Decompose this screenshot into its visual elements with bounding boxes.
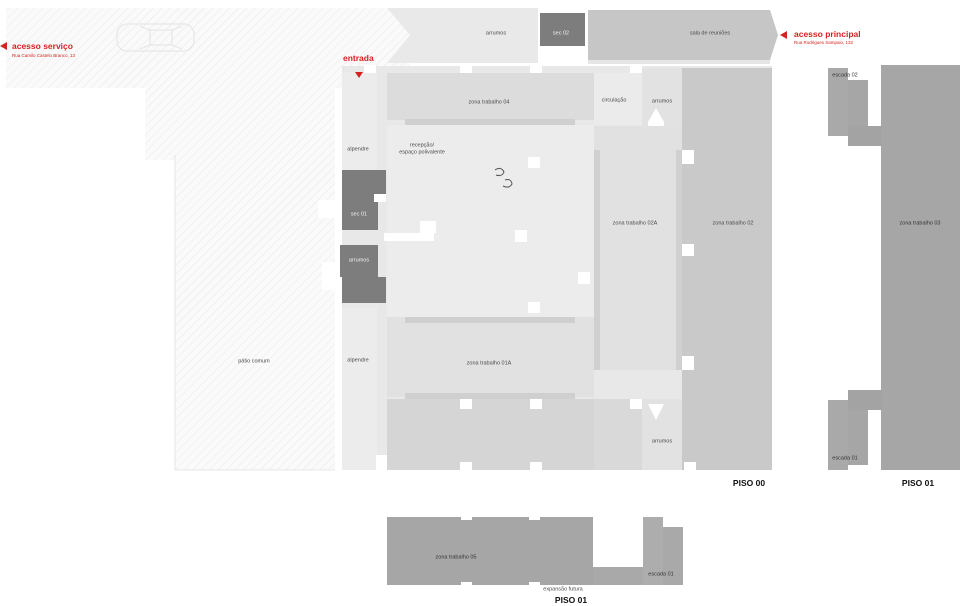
zona02a-room — [594, 126, 682, 370]
sala-reunioes-room — [588, 10, 778, 60]
room-label-rececao-line2: espaço polivalente — [399, 149, 445, 156]
room-label-sec01: sec 01 — [350, 211, 368, 218]
room-label-circulacao: circulação — [601, 97, 627, 104]
room-label-arrumos-right: arrumos — [651, 98, 673, 105]
patio-area — [6, 8, 410, 471]
acesso-principal-title: acesso principal — [794, 29, 861, 39]
zona03-room — [881, 65, 960, 470]
arrumos-top-room — [387, 8, 538, 63]
escada01-side-room — [828, 400, 848, 470]
room-label-patio: pátio comum — [238, 358, 270, 365]
arrumos-bottom-room — [642, 399, 682, 470]
acesso-principal-address: Rua Rodrigues Sampaio, 132 — [794, 40, 854, 45]
room-label-rececao-line1: recepção/ — [409, 142, 435, 149]
sec02-room — [540, 13, 585, 46]
sec01-room — [342, 170, 386, 230]
floor-title-piso01-bottom: PISO 01 — [554, 595, 588, 605]
zona01a-room — [387, 317, 594, 397]
room-label-sala-reunioes: sala de reuniões — [689, 30, 731, 37]
expansao-room — [593, 567, 643, 585]
room-label-zona03: zona trabalho 03 — [899, 220, 941, 227]
room-label-zona05: zona trabalho 05 — [435, 554, 477, 561]
entrada-arrow — [355, 72, 363, 78]
entrada-label: entrada — [343, 53, 374, 63]
acesso-servico-address: Rua Camilo Castelo Branco, 13 — [12, 53, 76, 58]
room-label-arrumos-top: arrumos — [485, 30, 507, 37]
room-label-arrumos-left: arrumos — [348, 257, 370, 264]
acesso-servico-title: acesso serviço — [12, 41, 73, 51]
alpendre-bottom-room — [342, 308, 377, 470]
columns — [364, 64, 696, 470]
zona04-room — [387, 73, 594, 120]
floor-title-piso01-side: PISO 01 — [901, 478, 935, 488]
alpendre-top-room — [342, 72, 377, 170]
floor-title-piso00: PISO 00 — [732, 478, 766, 488]
arrumos-left-room — [340, 245, 386, 303]
room-label-alpendre-top: alpendre — [347, 146, 369, 153]
acesso-principal-arrow — [780, 31, 787, 39]
room-label-escada02: escada 02 — [832, 72, 858, 79]
zona02-room — [682, 68, 772, 470]
acesso-servico-arrow — [0, 42, 7, 50]
car-outline — [116, 23, 195, 52]
circulacao-room — [594, 73, 642, 125]
zona05-room — [387, 517, 593, 585]
room-label-arrumos-bottom: arrumos — [651, 438, 673, 445]
escada02-room — [828, 68, 848, 136]
room-label-zona04: zona trabalho 04 — [468, 99, 510, 106]
room-label-zona02: zona trabalho 02 — [712, 220, 754, 227]
room-label-escada01-bottom: escada 01 — [648, 571, 674, 578]
room-label-escada01-side: escada 01 — [832, 455, 858, 462]
room-label-zona01a: zona trabalho 01A — [466, 360, 512, 367]
room-label-expansao: expansão futura — [543, 586, 583, 593]
escada01-bottom-room — [643, 517, 663, 585]
room-label-zona02a: zona trabalho 02A — [612, 220, 658, 227]
room-label-alpendre-bottom: alpendre — [347, 357, 369, 364]
room-label-sec02: sec 02 — [552, 30, 570, 37]
stair-symbol — [494, 167, 513, 188]
